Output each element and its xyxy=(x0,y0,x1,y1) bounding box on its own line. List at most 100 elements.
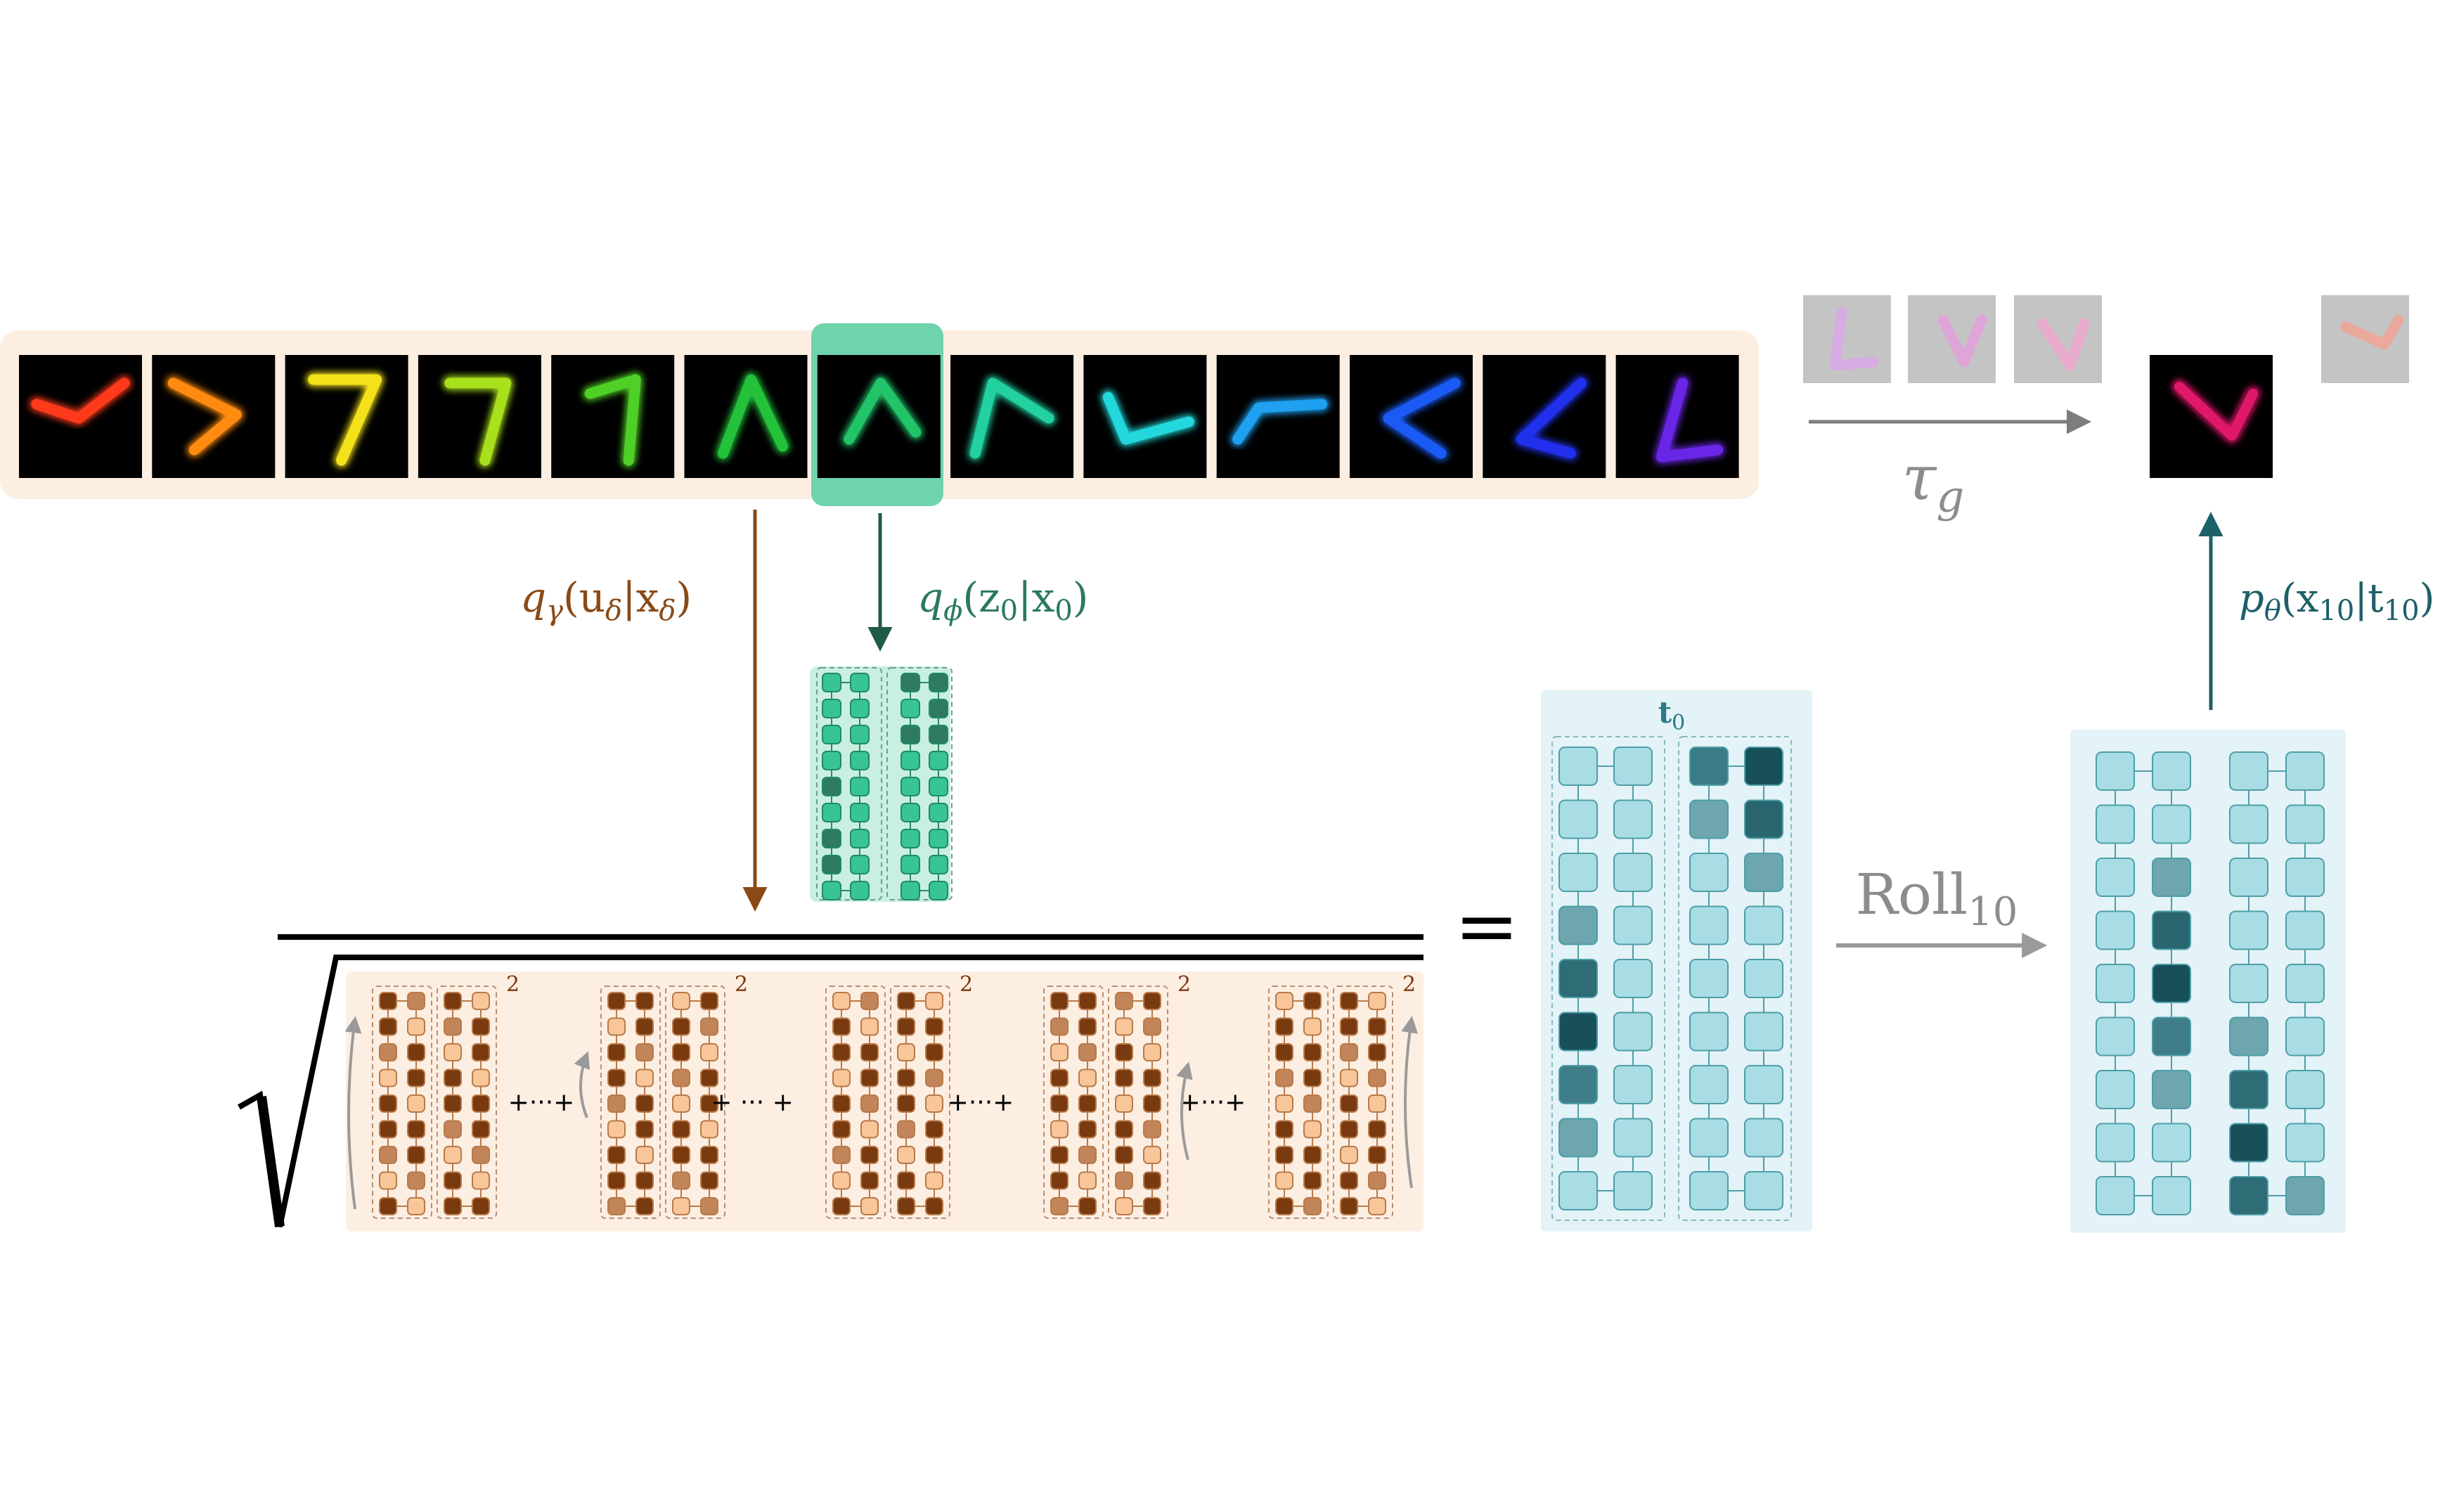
grid-node xyxy=(1744,1171,1783,1210)
q-gamma-label: qγ(uδ|xδ) xyxy=(520,574,692,627)
grid-node xyxy=(672,1197,690,1215)
grid-node xyxy=(2229,804,2268,844)
ghost-digit xyxy=(1908,295,1996,383)
grid-node xyxy=(2285,804,2325,844)
grid-node xyxy=(1275,1197,1293,1215)
grid-node xyxy=(700,1043,718,1061)
grid-node xyxy=(929,725,948,744)
grid-node xyxy=(1275,1068,1293,1087)
grid-node xyxy=(901,803,920,822)
digit-frame xyxy=(950,355,1074,478)
grid-node xyxy=(1368,1043,1386,1061)
sum-panel xyxy=(346,971,1424,1232)
sum-term: 2 xyxy=(825,972,973,1219)
generated-digit-stroke-core xyxy=(2174,382,2258,441)
sqrt-sign-thick xyxy=(257,1096,285,1227)
grid-node xyxy=(832,1094,851,1113)
grid-node xyxy=(1558,1012,1598,1052)
grid-node xyxy=(901,881,920,900)
grid-node xyxy=(1303,1146,1322,1164)
grid-node xyxy=(635,1017,654,1036)
grid-node xyxy=(925,1197,943,1215)
grid-node xyxy=(379,1171,397,1190)
grid-node xyxy=(929,881,948,900)
grid-node xyxy=(444,1120,462,1139)
grid-node xyxy=(901,829,920,848)
grid-node xyxy=(901,777,920,796)
grid-node xyxy=(1275,992,1293,1010)
roll-curve-arrow xyxy=(1401,1016,1419,1189)
grid-node xyxy=(850,751,870,770)
digit-frame xyxy=(418,355,541,478)
roll-curve-arrow xyxy=(574,1051,590,1118)
grid-node xyxy=(822,777,841,796)
digit-frame xyxy=(1483,355,1606,478)
grid-node xyxy=(1115,1094,1133,1113)
grid-node xyxy=(379,1197,397,1215)
grid-node xyxy=(1050,1197,1069,1215)
grid-node xyxy=(1340,1068,1358,1087)
grid-node xyxy=(635,1043,654,1061)
digit-frame xyxy=(551,355,675,478)
grid-node xyxy=(1143,992,1161,1010)
grid-node xyxy=(1143,1171,1161,1190)
roll-curve-arrow xyxy=(344,1016,362,1210)
grid-node xyxy=(901,673,920,692)
grid-node xyxy=(1558,1171,1598,1210)
grid-node xyxy=(901,699,920,718)
grid-node xyxy=(700,1017,718,1036)
grid-node xyxy=(635,992,654,1010)
grid-node xyxy=(2096,858,2135,897)
grid-node xyxy=(607,992,626,1010)
grid-node xyxy=(1368,1171,1386,1190)
grid-node xyxy=(635,1146,654,1164)
equals-sign: = xyxy=(1454,881,1519,971)
grid-node xyxy=(832,1146,851,1164)
grid-node xyxy=(379,1043,397,1061)
grid-node xyxy=(925,1146,943,1164)
grid-node xyxy=(379,992,397,1010)
grid-node xyxy=(1115,992,1133,1010)
grid-node xyxy=(635,1094,654,1113)
grid-node xyxy=(672,1094,690,1113)
grid-node xyxy=(444,1043,462,1061)
grid-node xyxy=(2152,804,2191,844)
grid-node xyxy=(1744,1012,1783,1052)
grid-node xyxy=(925,1171,943,1190)
grid-node xyxy=(607,1068,626,1087)
t0-label: t0 xyxy=(1658,695,1686,735)
grid-node xyxy=(472,1043,490,1061)
grid-node xyxy=(1303,1197,1322,1215)
grid-node xyxy=(929,829,948,848)
grid-node xyxy=(2285,1123,2325,1163)
grid-node xyxy=(1613,1171,1653,1210)
grid-node xyxy=(2285,1176,2325,1215)
grid-node xyxy=(1275,1146,1293,1164)
grid-node xyxy=(1303,1094,1322,1113)
grid-node xyxy=(1689,1065,1729,1104)
grid-node xyxy=(1558,905,1598,945)
grid-node xyxy=(2285,910,2325,950)
grid-node xyxy=(700,1068,718,1087)
grid-node xyxy=(1078,1068,1097,1087)
grid-node xyxy=(472,1017,490,1036)
grid-node xyxy=(672,1120,690,1139)
plus-ellipsis: + ··· + xyxy=(711,1088,794,1117)
grid-node xyxy=(672,1068,690,1087)
grid-node xyxy=(822,829,841,848)
grid-node xyxy=(2285,964,2325,1003)
grid-node xyxy=(1613,1012,1653,1052)
grid-node xyxy=(2096,1123,2135,1163)
grid-node xyxy=(832,1171,851,1190)
grid-node xyxy=(700,1094,718,1113)
grid-node xyxy=(2096,804,2135,844)
ghost-digit xyxy=(2014,295,2102,383)
grid-node xyxy=(860,992,879,1010)
grid-node xyxy=(2096,910,2135,950)
grid-node xyxy=(1689,959,1729,998)
grid-node xyxy=(860,1146,879,1164)
grid-node xyxy=(379,1068,397,1087)
grid-node xyxy=(635,1171,654,1190)
